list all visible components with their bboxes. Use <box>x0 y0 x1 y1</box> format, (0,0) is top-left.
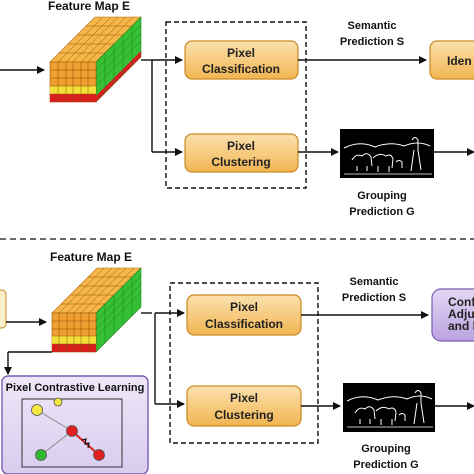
top-clustering-line2: Clustering <box>211 155 270 169</box>
top-output-box <box>429 40 474 80</box>
cube-side-red-band <box>96 51 141 102</box>
bottom-grouping-line2: Prediction G <box>353 459 418 471</box>
contrastive-link-red-green <box>40 430 73 456</box>
top-grouping-line1: Grouping <box>357 190 407 202</box>
node-yellow-small <box>53 397 63 407</box>
contrastive-inner-frame <box>21 398 123 468</box>
cube-side-grid <box>95 24 142 93</box>
top-grouping-image <box>340 129 434 178</box>
bottom-feature-map-label: Feature Map E <box>50 250 132 264</box>
node-green <box>35 449 47 461</box>
cube-side-grid <box>95 275 142 343</box>
bottom-output-line1: Confi <box>448 295 474 309</box>
top-pixel-clustering-box <box>184 133 299 173</box>
top-output-text: Iden <box>447 54 472 68</box>
bottom-feature-map-cube <box>51 267 142 353</box>
bottom-dashed-module <box>169 282 319 444</box>
bottom-grouping-line1: Grouping <box>361 443 411 455</box>
top-feature-map-cube <box>49 16 142 103</box>
top-semantic-line2: Prediction S <box>340 36 404 48</box>
node-yellow <box>31 404 43 416</box>
bottom-classification-line1: Pixel <box>230 300 258 314</box>
contrastive-pull-zigzag <box>81 438 90 449</box>
bottom-section: Feature Map E Pixel Classification Pixel… <box>0 250 474 474</box>
bottom-output-line2: Adjus <box>448 307 474 321</box>
contrastive-learning-title: Pixel Contrastive Learning <box>6 382 145 394</box>
cube-front-grid <box>52 313 96 352</box>
bottom-input-box <box>0 289 7 329</box>
top-feature-map-label: Feature Map E <box>48 0 130 13</box>
bottom-output-line3: and le <box>448 319 474 333</box>
node-red-positive <box>93 449 105 461</box>
contrastive-learning-panel <box>1 375 149 474</box>
top-classification-line2: Classification <box>202 62 280 76</box>
bottom-grouping-image <box>343 383 435 432</box>
top-semantic-line1: Semantic <box>348 20 397 32</box>
cube-front-grid <box>50 62 96 102</box>
bottom-clustering-line2: Clustering <box>214 408 273 422</box>
top-clustering-line1: Pixel <box>227 139 255 153</box>
bottom-semantic-line1: Semantic <box>350 276 399 288</box>
bottom-output-box <box>431 288 474 342</box>
top-section: Feature Map E Pixel Classification Pixel… <box>0 0 474 218</box>
cube-top-grid <box>58 267 135 314</box>
cube-top-grid <box>57 16 134 63</box>
node-red-anchor <box>66 425 78 437</box>
bottom-semantic-line2: Prediction S <box>342 292 406 304</box>
top-grouping-line2: Prediction G <box>349 206 414 218</box>
bottom-clustering-line1: Pixel <box>230 391 258 405</box>
top-classification-line1: Pixel <box>227 46 255 60</box>
contrastive-link-yellow-red <box>36 409 73 432</box>
bottom-classification-line2: Classification <box>205 317 283 331</box>
top-dashed-module <box>165 21 307 189</box>
